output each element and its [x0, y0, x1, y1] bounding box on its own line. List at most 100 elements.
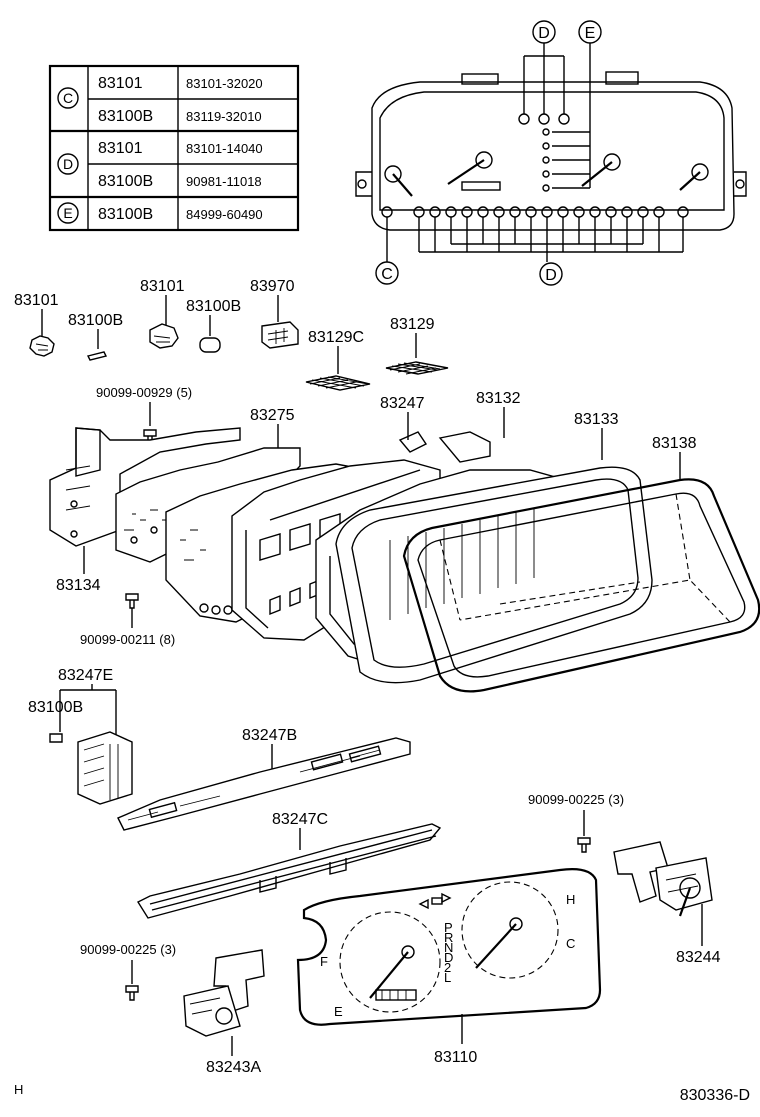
- bulb-83100b-b: [199, 337, 221, 353]
- bulb-socket: [538, 113, 550, 125]
- cluster-rear-outline: [371, 81, 735, 231]
- legend-row-part: 83100B: [98, 173, 153, 190]
- label-screw-90099-00211: 90099-00211 (8): [80, 632, 175, 647]
- harness-83247b: 83247B: [117, 727, 411, 831]
- rear-tab-right: [605, 71, 639, 85]
- indicator-socket: [542, 184, 550, 192]
- small-parts-row: 83101 83100B 83101 83100B 83970 83129C 8…: [14, 278, 449, 391]
- callout-d-bottom-label: D: [545, 267, 557, 284]
- label-screw-90099-00225: 90099-00225 (3): [80, 942, 176, 957]
- screw-icon: [125, 593, 139, 609]
- connector-group-83247e: 83247E 83100B: [28, 667, 133, 805]
- speedometer-dial: [461, 881, 559, 979]
- connector-83970: [261, 321, 299, 349]
- label-83275: 83275: [250, 407, 295, 424]
- legend-row-part: 83101: [98, 140, 143, 157]
- bulb-layout-view: D E: [355, 20, 747, 286]
- lens-83133: [335, 466, 653, 684]
- legend-row-number: 83101-14040: [186, 141, 263, 156]
- turn-signal-icon: [418, 892, 452, 910]
- label-83247b: 83247B: [242, 727, 297, 744]
- label-83100b: 83100B: [28, 699, 83, 716]
- label-screw-90099-00225: 90099-00225 (3): [528, 792, 624, 807]
- rear-ear-left: [355, 171, 372, 197]
- label-screw-90099-00929: 90099-00929 (5): [96, 385, 192, 400]
- callout-d-top-label: D: [538, 25, 550, 42]
- label-83101: 83101: [14, 292, 59, 309]
- screw-icon: [125, 985, 139, 1001]
- odometer-window: [375, 989, 417, 1001]
- prndl-letter: 2: [444, 960, 451, 975]
- switch-83243a: [183, 949, 265, 1037]
- bulb-socket: [558, 113, 570, 125]
- indicator-socket: [542, 142, 550, 150]
- switch-83244: [613, 841, 713, 917]
- label-83244: 83244: [676, 949, 721, 966]
- legend-key-e-circle: [57, 202, 79, 224]
- fuel-temp-gauge-dial: [339, 911, 441, 1013]
- temp-h-mark: H: [566, 892, 575, 907]
- legend-row-part: 83100B: [98, 206, 153, 223]
- label-83129c: 83129C: [308, 329, 364, 346]
- bottom-socket-row: [381, 206, 689, 218]
- legend-key-d-circle: [57, 153, 79, 175]
- label-83138: 83138: [652, 435, 697, 452]
- label-83133: 83133: [574, 411, 619, 428]
- label-83132: 83132: [476, 390, 521, 407]
- cluster-rear-inner: [379, 91, 725, 211]
- label-83134: 83134: [56, 577, 101, 594]
- legend-key-c: C: [63, 90, 73, 106]
- exploded-cluster: 90099-00929 (5) 83275 83247 83132 83133 …: [49, 385, 760, 693]
- prndl-letter: N: [444, 940, 453, 955]
- bulb-83100b-a: [86, 351, 108, 361]
- callout-c-bottom: [375, 261, 399, 285]
- legend-key-d: D: [63, 156, 73, 172]
- legend-row-number: 83101-32020: [186, 76, 263, 91]
- callout-e-top-label: E: [585, 25, 596, 42]
- legend-key-c-circle: [57, 87, 79, 109]
- print-circuit-83129c: [305, 375, 371, 391]
- socket-83101-a: [29, 335, 55, 357]
- corner-mark: H: [14, 1082, 23, 1097]
- label-83100b: 83100B: [186, 298, 241, 315]
- callout-d-bracket: [418, 217, 684, 262]
- callout-d-bottom: [539, 262, 563, 286]
- prndl-letter: R: [444, 930, 453, 945]
- rear-gauge-needles: [384, 151, 709, 197]
- connector-83247e: [77, 731, 133, 805]
- gauge-needle: [475, 923, 517, 969]
- legend-key-e: E: [63, 205, 72, 221]
- label-83247e: 83247E: [58, 667, 113, 684]
- legend-row-part: 83100B: [98, 108, 153, 125]
- rear-case-83134: [49, 427, 241, 547]
- screw-icon: [577, 837, 591, 853]
- rear-tab-left: [461, 73, 499, 85]
- fuel-e-mark: E: [334, 1004, 343, 1019]
- bezel-83138: [402, 478, 760, 693]
- bulb-83100b-c: [49, 733, 63, 743]
- legend-table: C D E 83101 83101-32020 83100B 83119-320…: [48, 64, 300, 232]
- prndl-letter: P: [444, 920, 453, 935]
- label-83970: 83970: [250, 278, 295, 295]
- legend-row-number: 84999-60490: [186, 207, 263, 222]
- label-83110: 83110: [434, 1049, 477, 1066]
- indicator-socket: [542, 156, 550, 164]
- indicator-socket: [542, 128, 550, 136]
- face-plate-83110: F E P R N D 2 L H C 83110: [296, 868, 602, 1066]
- label-83129: 83129: [390, 316, 435, 333]
- legend-row-number: 83119-32010: [186, 109, 262, 124]
- label-83100b: 83100B: [68, 312, 123, 329]
- prndl-letter: D: [444, 950, 453, 965]
- indicator-socket: [542, 170, 550, 178]
- prndl-letter: L: [444, 970, 451, 985]
- label-83247c: 83247C: [272, 811, 328, 828]
- callout-c-bottom-label: C: [381, 266, 393, 283]
- fuel-f-mark: F: [320, 954, 328, 969]
- label-83243a: 83243A: [206, 1059, 261, 1076]
- diagram-id: 830336-D: [680, 1087, 750, 1104]
- temp-c-mark: C: [566, 936, 575, 951]
- harness-83247c: 83247C: [136, 811, 442, 919]
- label-83247: 83247: [380, 395, 425, 412]
